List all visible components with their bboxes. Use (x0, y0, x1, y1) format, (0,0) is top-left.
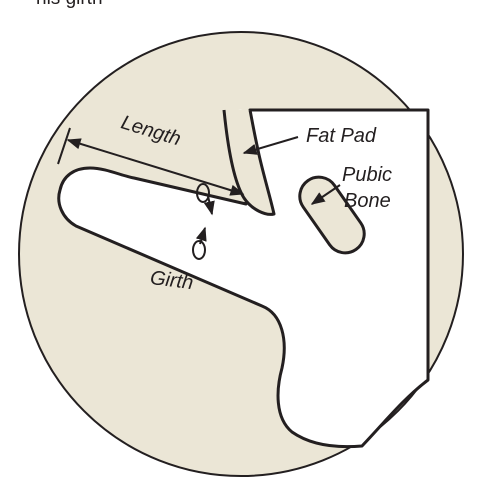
fat-pad-label: Fat Pad (306, 125, 377, 147)
pubic-bone-label-line1: Pubic (342, 164, 392, 186)
pubic-bone-label-line2: Bone (344, 190, 391, 212)
